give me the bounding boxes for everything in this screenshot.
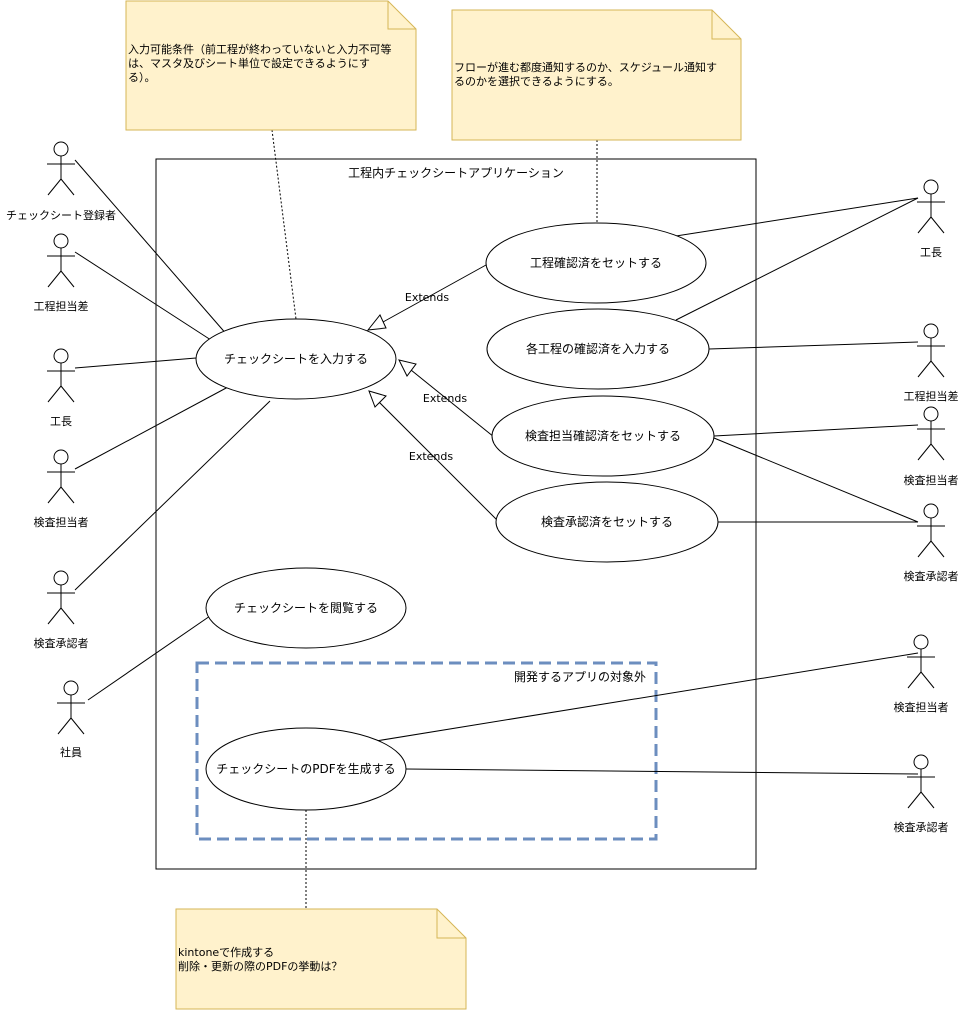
svg-text:検査担当者: 検査担当者 bbox=[894, 700, 949, 714]
usecase-approval-confirmed[interactable]: 検査承認済をセットする bbox=[495, 481, 719, 563]
usecase-input-sheet[interactable]: チェックシートを入力する bbox=[195, 318, 397, 400]
assoc-foreman-right-2 bbox=[675, 197, 919, 321]
svg-text:工程確認済をセットする: 工程確認済をセットする bbox=[530, 255, 662, 270]
svg-text:検査担当者: 検査担当者 bbox=[34, 515, 89, 529]
svg-text:工長: 工長 bbox=[920, 246, 942, 259]
svg-text:チェックシート登録者: チェックシート登録者 bbox=[6, 208, 116, 222]
usecase-view-sheet[interactable]: チェックシートを閲覧する bbox=[205, 567, 407, 649]
svg-text:は、マスタ及びシート単位で設定できるようにす: は、マスタ及びシート単位で設定できるようにす bbox=[128, 56, 370, 70]
note-notify: フローが進む都度通知するのか、スケジュール通知す るのかを選択できるようにする。 bbox=[451, 9, 742, 141]
extends-inspector-confirmed: Extends bbox=[398, 359, 495, 438]
svg-text:検査承認者: 検査承認者 bbox=[894, 820, 949, 834]
svg-text:るのかを選択できるようにする。: るのかを選択できるようにする。 bbox=[454, 74, 619, 88]
svg-text:削除・更新の際のPDFの挙動は？: 削除・更新の際のPDFの挙動は？ bbox=[178, 959, 342, 973]
actor-process-left: 工程担当差 bbox=[34, 233, 89, 313]
assoc-approver-right-1 bbox=[713, 437, 919, 523]
system-title: 工程内チェックシートアプリケーション bbox=[348, 165, 564, 180]
assoc-approver-left bbox=[74, 400, 271, 591]
svg-text:チェックシートを入力する: チェックシートを入力する bbox=[224, 352, 368, 366]
extends-process-confirmed: Extends bbox=[366, 264, 487, 331]
usecase-generate-pdf[interactable]: チェックシートのPDFを生成する bbox=[205, 727, 407, 811]
actor-inspector-right: 検査担当者 bbox=[904, 406, 959, 487]
actor-approver-pdf: 検査承認者 bbox=[894, 754, 949, 834]
svg-text:工程担当差: 工程担当差 bbox=[34, 299, 89, 313]
svg-text:検査担当確認済をセットする: 検査担当確認済をセットする bbox=[525, 428, 681, 443]
assoc-inspector-right bbox=[713, 424, 919, 437]
assoc-inspector-pdf bbox=[375, 652, 919, 742]
svg-text:Extends: Extends bbox=[409, 450, 453, 463]
svg-text:検査担当者: 検査担当者 bbox=[904, 473, 959, 487]
usecase-each-process[interactable]: 各工程の確認済を入力する bbox=[486, 308, 710, 390]
assoc-foreman-left bbox=[74, 357, 197, 369]
actor-inspector-left: 検査担当者 bbox=[34, 449, 89, 529]
svg-text:Extends: Extends bbox=[423, 392, 467, 405]
out-of-scope-region bbox=[195, 661, 658, 841]
actor-inspector-pdf: 検査担当者 bbox=[894, 634, 949, 714]
svg-text:チェックシートを閲覧する: チェックシートを閲覧する bbox=[234, 601, 378, 615]
svg-text:社員: 社員 bbox=[60, 745, 82, 759]
actor-approver-right: 検査承認者 bbox=[904, 503, 959, 583]
note-input-condition: 入力可能条件（前工程が終わっていないと入力不可等 は、マスタ及びシート単位で設定… bbox=[125, 0, 417, 131]
svg-text:Extends: Extends bbox=[405, 291, 449, 304]
assoc-inspector-left bbox=[74, 386, 229, 470]
svg-text:工長: 工長 bbox=[50, 415, 72, 428]
actor-approver-left: 検査承認者 bbox=[34, 570, 89, 650]
svg-text:検査承認者: 検査承認者 bbox=[904, 569, 959, 583]
actor-process-right: 工程担当差 bbox=[904, 323, 959, 403]
svg-text:kintoneで作成する: kintoneで作成する bbox=[178, 946, 274, 959]
actor-foreman-left: 工長 bbox=[46, 348, 76, 428]
svg-text:検査承認者: 検査承認者 bbox=[34, 636, 89, 650]
actor-registrant: チェックシート登録者 bbox=[6, 141, 116, 222]
note-kintone: kintoneで作成する 削除・更新の際のPDFの挙動は？ bbox=[175, 908, 467, 1010]
assoc-approver-pdf bbox=[405, 768, 919, 775]
assoc-foreman-right-1 bbox=[675, 197, 919, 237]
assoc-process-right bbox=[708, 341, 919, 350]
svg-text:検査承認済をセットする: 検査承認済をセットする bbox=[541, 514, 673, 529]
svg-text:フローが進む都度通知するのか、スケジュール通知す: フローが進む都度通知するのか、スケジュール通知す bbox=[454, 60, 717, 74]
usecase-process-confirmed[interactable]: 工程確認済をセットする bbox=[485, 222, 707, 304]
svg-text:各工程の確認済を入力する: 各工程の確認済を入力する bbox=[526, 341, 670, 356]
usecase-inspector-confirmed[interactable]: 検査担当確認済をセットする bbox=[491, 395, 715, 477]
actor-foreman-right: 工長 bbox=[916, 179, 946, 259]
svg-text:工程担当差: 工程担当差 bbox=[904, 389, 959, 403]
assoc-registrant bbox=[74, 159, 229, 337]
svg-text:チェックシートのPDFを生成する: チェックシートのPDFを生成する bbox=[216, 762, 395, 776]
svg-text:入力可能条件（前工程が終わっていないと入力不可等: 入力可能条件（前工程が終わっていないと入力不可等 bbox=[128, 42, 391, 56]
extends-approval-confirmed: Extends bbox=[368, 390, 499, 522]
svg-text:る）。: る）。 bbox=[128, 71, 156, 84]
actor-employee: 社員 bbox=[56, 680, 86, 759]
assoc-employee bbox=[87, 615, 211, 701]
assoc-process-left bbox=[74, 251, 215, 343]
out-of-scope-label: 開発するアプリの対象外 bbox=[514, 670, 646, 684]
